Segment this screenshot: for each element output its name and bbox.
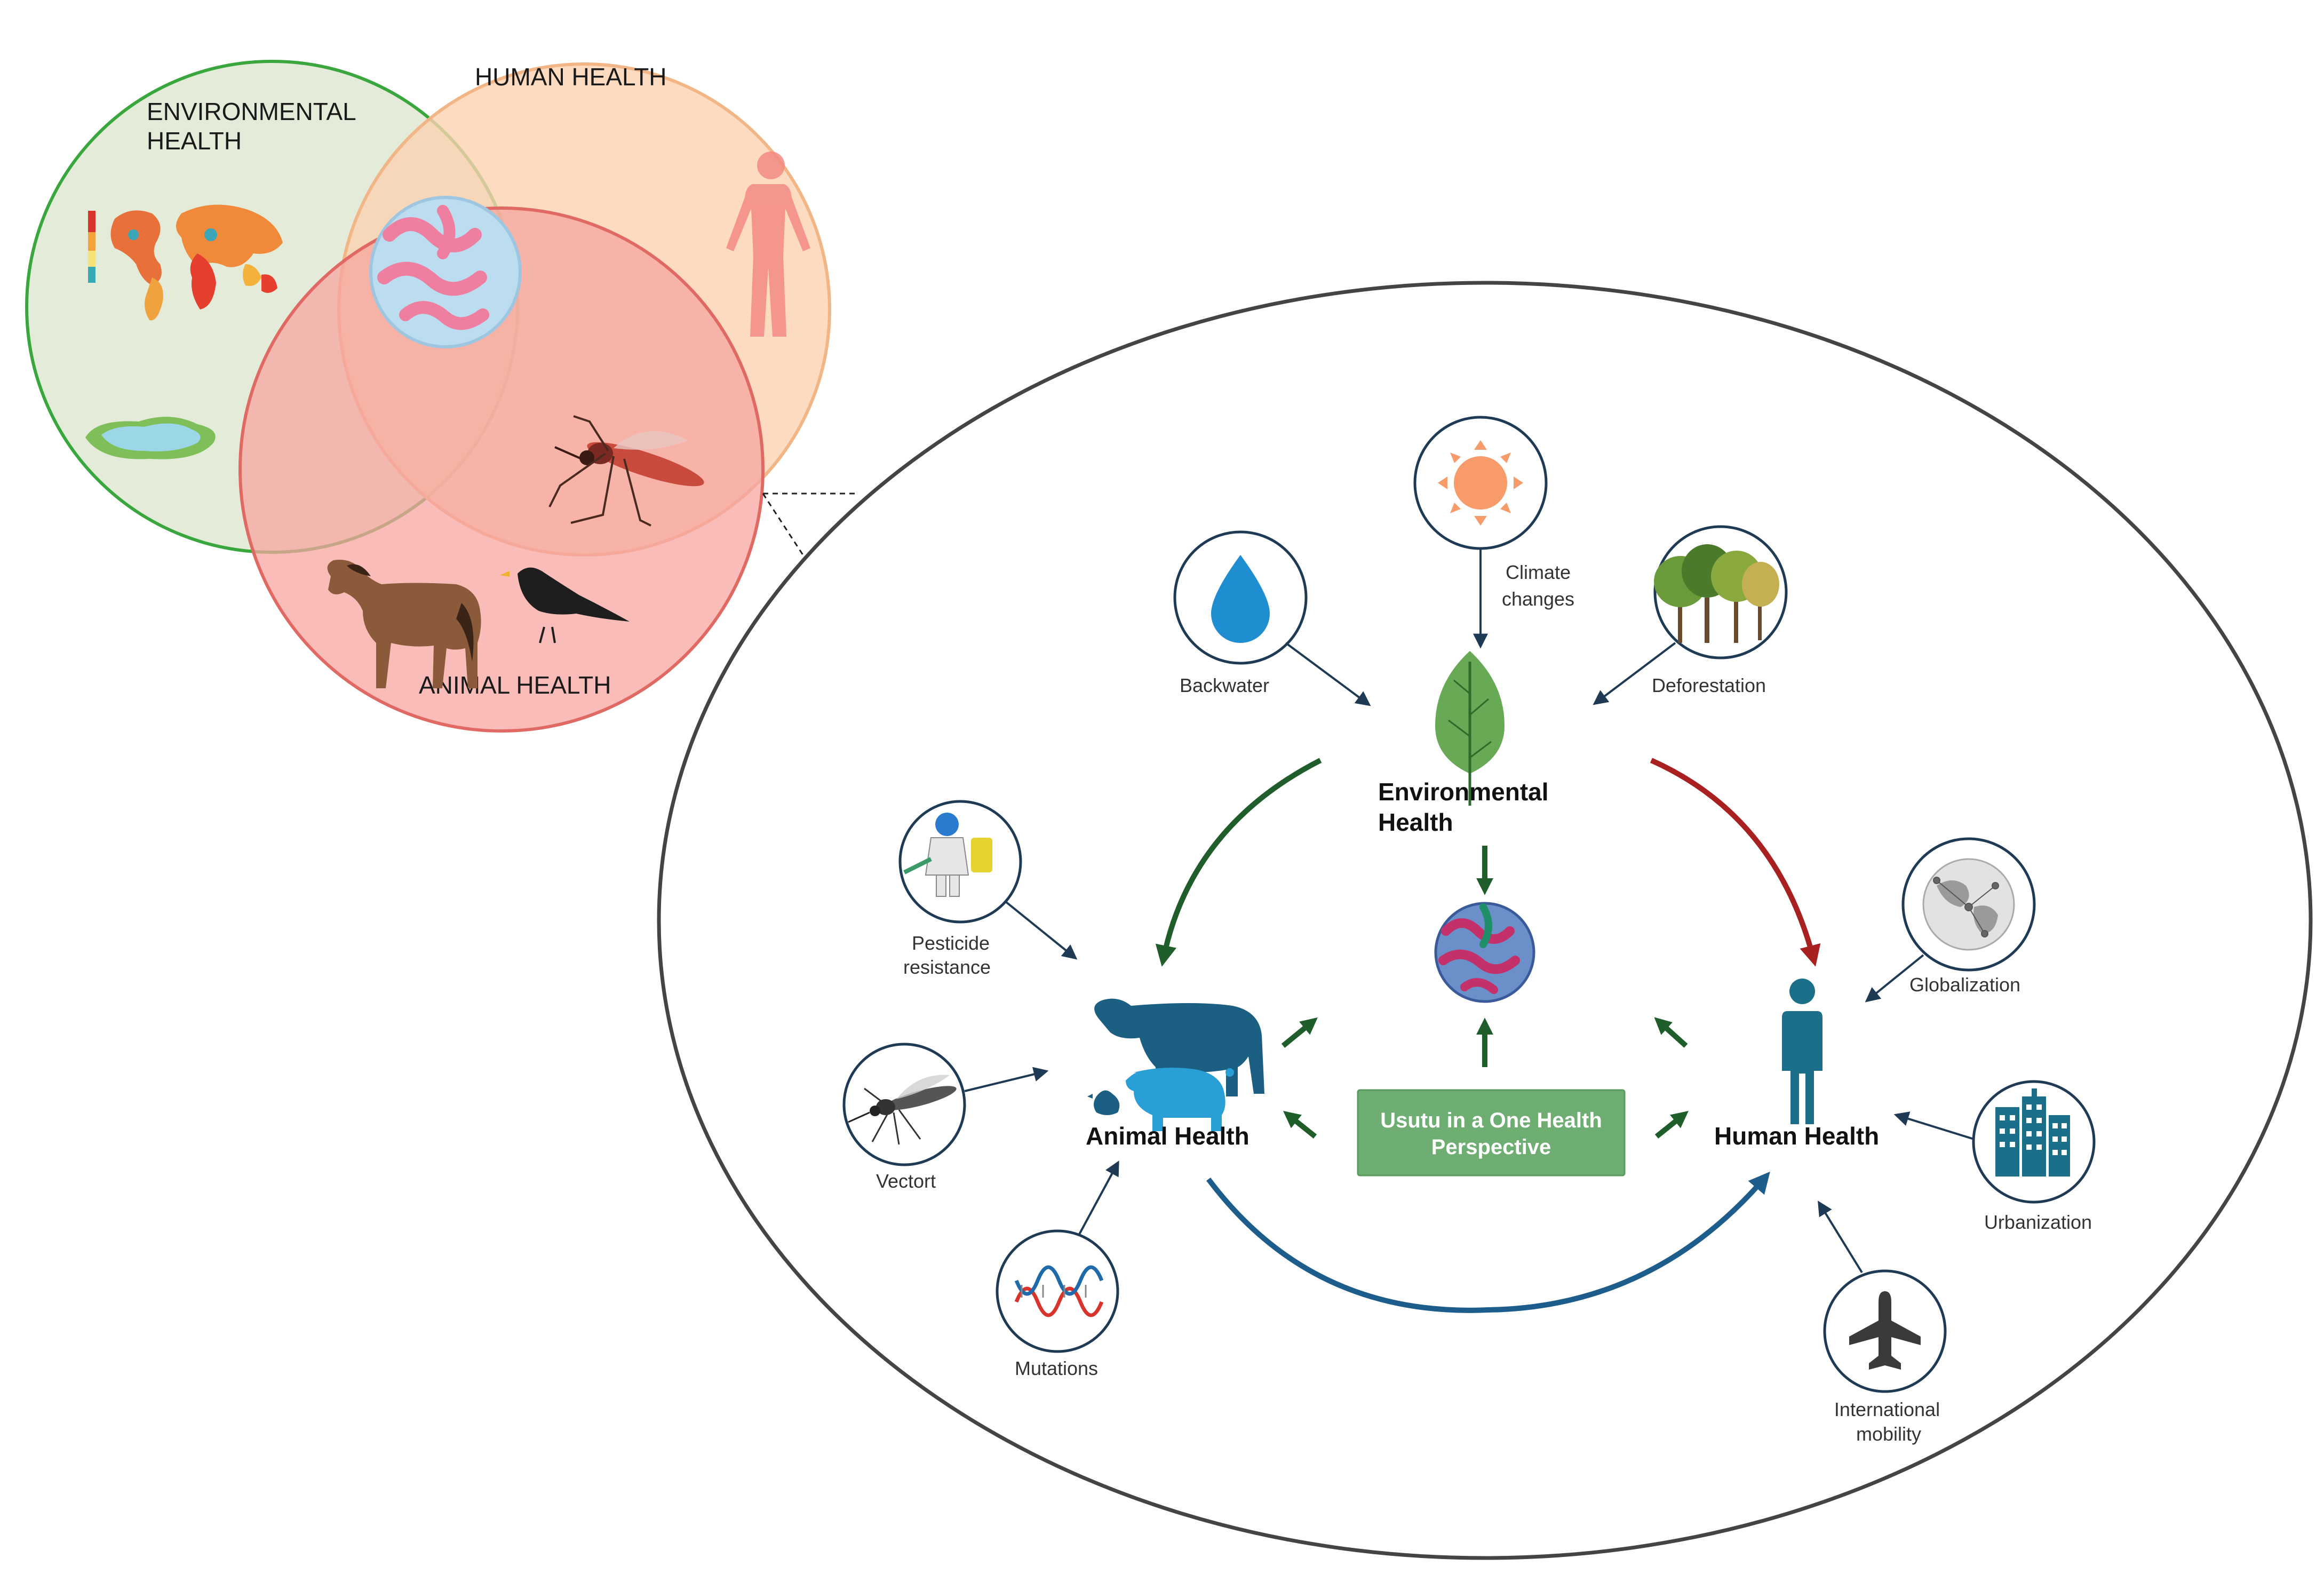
center-box-line2: Perspective [1431, 1135, 1551, 1159]
vector-label: Vectort [876, 1170, 936, 1192]
leaf-icon [1435, 651, 1505, 806]
pesticide-label-line2: resistance [903, 956, 991, 978]
water-drop-icon [1211, 555, 1270, 643]
human-body-icon [726, 152, 810, 337]
mutations-label: Mutations [1015, 1357, 1098, 1379]
venn-environmental-label-line1: ENVIRONMENTAL [147, 98, 356, 125]
arrow-environment-to-human [1650, 758, 1821, 967]
horse-icon [327, 560, 481, 688]
venn-animal-label: ANIMAL HEALTH [419, 671, 611, 699]
pesticide-sprayer-icon [903, 813, 992, 897]
human-health-label: Human Health [1714, 1122, 1879, 1150]
virus-icon [1434, 902, 1535, 1003]
zoom-connector [762, 492, 859, 555]
venn-diagram: ENVIRONMENTAL HEALTH HUMAN HEALTH ANIMAL… [25, 60, 831, 733]
globe-icon [1922, 858, 2015, 951]
mosquito-icon [848, 1075, 957, 1145]
virus-icon [369, 196, 522, 348]
mobility-label-line1: International [1834, 1398, 1940, 1420]
arrow-human-to-center-up [1654, 1017, 1688, 1048]
globalization-label: Globalization [1909, 974, 2020, 996]
arrow-human-to-center-down [1654, 1111, 1689, 1139]
backwater-label: Backwater [1180, 674, 1269, 696]
pesticide-resistance-factor: Pesticide resistance [898, 800, 1078, 978]
center-box-line1: Usutu in a One Health [1380, 1109, 1602, 1132]
climate-label-line1: Climate [1506, 561, 1571, 583]
arrow-animal-to-center-down [1283, 1111, 1317, 1139]
climate-label-line2: changes [1502, 588, 1574, 610]
mosquito-icon [548, 415, 704, 527]
pesticide-label-line1: Pesticide [912, 932, 990, 954]
deforestation-factor: Deforestation [1593, 525, 1788, 705]
person-icon [1782, 979, 1822, 1124]
arrow-environment-to-animal [1155, 758, 1322, 967]
dna-icon [1014, 1265, 1104, 1317]
livestock-icon [1087, 998, 1264, 1131]
world-map-icon [88, 204, 283, 321]
airplane-icon [1849, 1291, 1921, 1370]
globalization-factor: Globalization [1865, 837, 2036, 1003]
climate-changes-factor: Climate changes [1413, 416, 1574, 649]
venn-human-label: HUMAN HEALTH [475, 63, 667, 91]
international-mobility-factor: International mobility [1818, 1201, 1947, 1445]
animal-health-label: Animal Health [1086, 1122, 1249, 1150]
trees-icon [1654, 544, 1779, 643]
urbanization-factor: Urbanization [1893, 1080, 2096, 1233]
urbanization-label: Urbanization [1984, 1211, 2092, 1233]
buildings-icon [1995, 1088, 2070, 1176]
blackbird-icon [500, 567, 630, 643]
mutations-factor: Mutations [996, 1160, 1119, 1379]
backwater-factor: Backwater [1173, 530, 1371, 706]
arrow-animal-to-center-up [1281, 1017, 1318, 1048]
sun-icon [1438, 440, 1523, 526]
arrow-animal-to-human [1206, 1171, 1770, 1313]
center-box: Usutu in a One Health Perspective [1357, 1089, 1626, 1176]
venn-environmental-label-line2: HEALTH [147, 127, 242, 155]
environmental-health-label-line1: Environmental [1378, 778, 1549, 806]
deforestation-label: Deforestation [1652, 674, 1766, 696]
mobility-label-line2: mobility [1856, 1423, 1921, 1445]
pond-icon [85, 417, 216, 459]
environmental-health-label-line2: Health [1378, 808, 1453, 836]
vector-factor: Vectort [842, 1043, 1049, 1192]
